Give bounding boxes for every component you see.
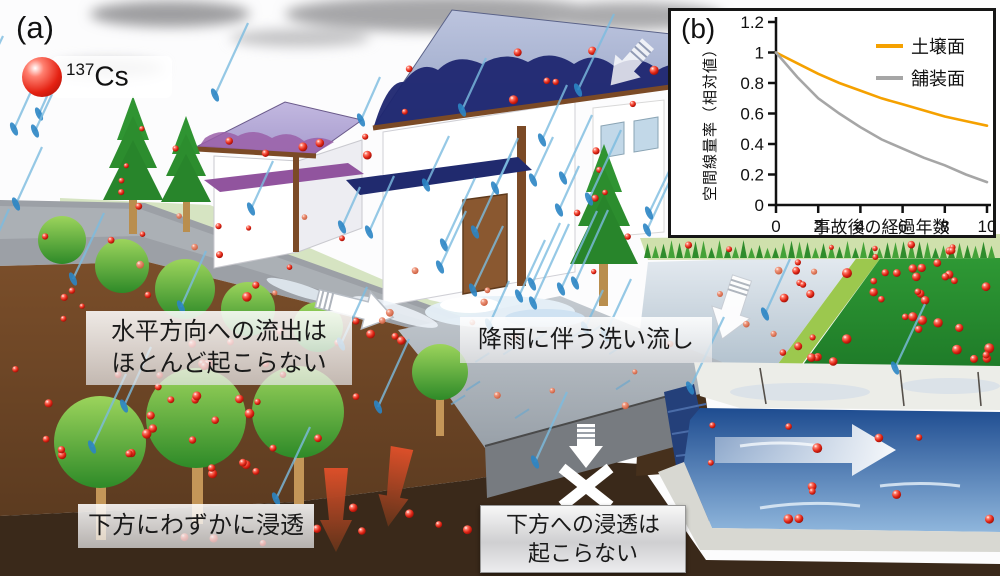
svg-text:8: 8 — [940, 217, 949, 235]
water — [684, 408, 1000, 532]
svg-text:0: 0 — [755, 196, 764, 215]
annotation-rain-washoff: 降雨に伴う洗い流し — [460, 317, 712, 363]
field-edge — [778, 256, 882, 364]
roof-washoff-arrow — [610, 38, 655, 86]
field-green — [802, 252, 1000, 372]
annotation-line: 降雨に伴う洗い流し — [478, 326, 694, 354]
cs-particle-icon — [22, 57, 62, 97]
annotation-horizontal-runoff: 水平方向への流出は ほとんど起こらない — [86, 311, 352, 385]
svg-text:0: 0 — [771, 217, 780, 235]
house-left-downspout — [293, 156, 299, 252]
annotation-line: 下方への浸透は — [505, 511, 660, 537]
water-flow-arrow — [715, 424, 896, 476]
cs-mass-number: 137 — [66, 60, 95, 79]
window — [633, 116, 659, 153]
annotation-line: 水平方向への流出は — [111, 318, 327, 346]
svg-text:2: 2 — [813, 217, 822, 235]
no-infiltration-x-mark — [558, 463, 614, 511]
pavement-down-arrow — [569, 424, 603, 468]
annotation-line: ほとんど起こらない — [111, 350, 327, 377]
svg-text:4: 4 — [856, 217, 865, 235]
cs-element-symbol: Cs — [94, 60, 129, 92]
svg-text:10: 10 — [978, 217, 993, 235]
runoff-arrow-to-road — [314, 288, 395, 331]
cs-isotope-label: 137Cs — [66, 60, 129, 92]
house-right-awning — [346, 157, 532, 195]
svg-text:土壌面: 土壌面 — [911, 37, 965, 57]
svg-text:事故後の経過年数: 事故後の経過年数 — [814, 218, 950, 235]
soil-infiltration-arrows — [320, 446, 414, 552]
house-left-awning — [204, 163, 364, 192]
conifer — [103, 96, 163, 234]
cs-legend-chip — [52, 56, 172, 98]
bank-cracks — [759, 367, 982, 407]
svg-text:0.8: 0.8 — [740, 74, 764, 93]
svg-text:0.6: 0.6 — [740, 105, 764, 124]
annotation-no-infiltration: 下方への浸透は 起こらない — [480, 505, 686, 573]
road-sheen — [0, 206, 478, 337]
svg-text:1.2: 1.2 — [740, 13, 764, 32]
annotation-line: 起こらない — [527, 541, 638, 566]
window — [600, 121, 625, 159]
panel-a-label: (a) — [16, 10, 54, 45]
grass-tufts — [644, 240, 995, 258]
svg-text:0.4: 0.4 — [740, 135, 764, 154]
annotation-slight-infiltration: 下方にわずかに浸透 — [78, 504, 314, 548]
svg-text:1: 1 — [755, 44, 764, 63]
annotation-line: 下方にわずかに浸透 — [88, 512, 304, 540]
conifer — [161, 116, 211, 232]
house-right-downspout — [517, 126, 526, 286]
svg-text:6: 6 — [898, 217, 907, 235]
channel-lip — [658, 462, 1000, 552]
panel-b-label: (b) — [681, 13, 716, 44]
svg-text:0.2: 0.2 — [740, 166, 764, 185]
conifer-trees — [103, 96, 638, 306]
house-left — [196, 101, 364, 269]
pavement-edge — [484, 389, 691, 447]
svg-text:舗装面: 舗装面 — [911, 69, 965, 89]
